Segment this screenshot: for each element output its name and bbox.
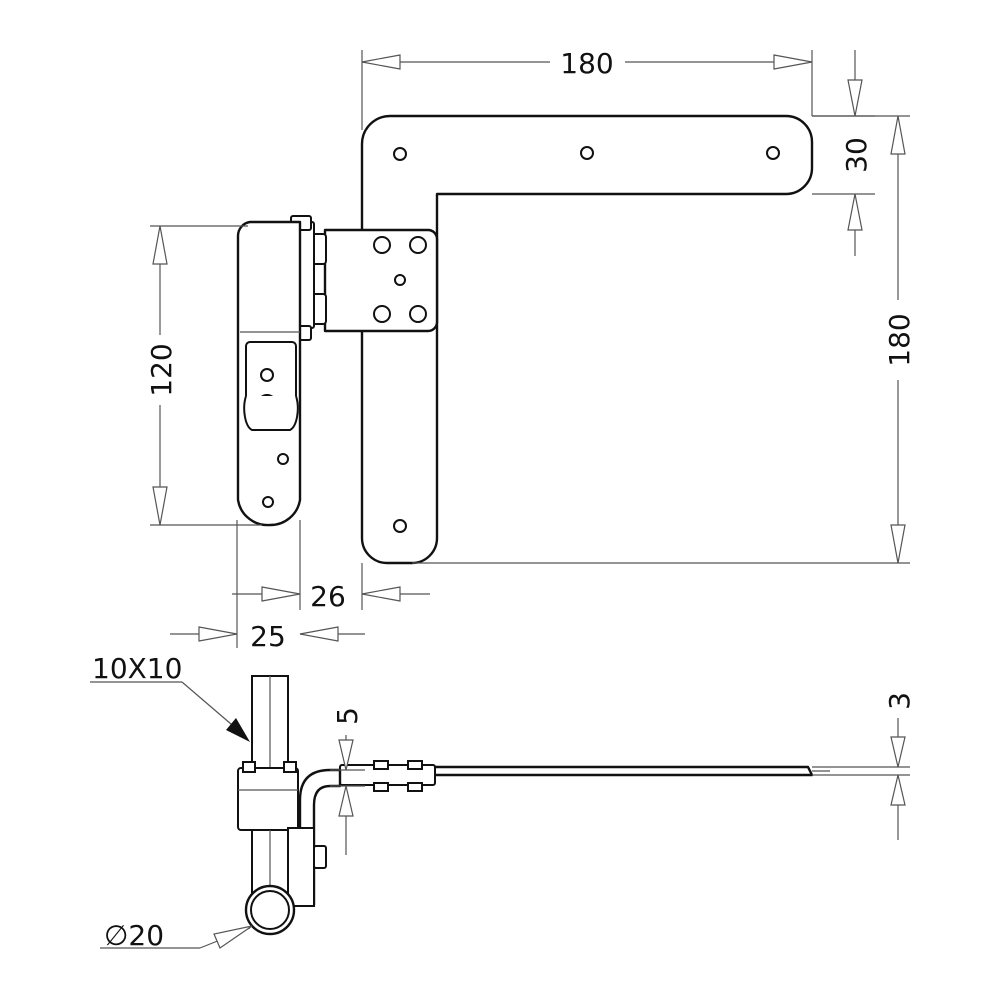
- hinge-plate: [323, 228, 439, 333]
- bolt-head: [409, 236, 427, 254]
- bolt-head: [373, 236, 391, 254]
- clamp-nut: [283, 761, 297, 773]
- plate-hole: [393, 519, 407, 533]
- side-bolt: [407, 782, 423, 792]
- side-clamp: [237, 767, 299, 831]
- dimension-offset-26: 26: [232, 520, 430, 613]
- side-bolt: [373, 782, 389, 792]
- bracket-hole: [262, 496, 274, 508]
- top-view: [236, 114, 814, 565]
- dimension-arm-thickness: 30: [812, 50, 875, 256]
- round-tube-inner: [250, 890, 290, 930]
- clamp-nut: [242, 761, 256, 773]
- leader-square-tube: 10X10: [90, 652, 250, 742]
- plate-hole: [580, 146, 594, 160]
- dim-label-180-top: 180: [560, 47, 613, 80]
- side-bolt: [407, 760, 423, 770]
- dimension-width-25: 25: [170, 520, 365, 653]
- dim-label-25: 25: [250, 620, 286, 653]
- clamp-bolt: [260, 368, 274, 382]
- side-bracket: [287, 827, 315, 907]
- dimension-plate-offset: 5: [330, 707, 365, 855]
- side-plate: [428, 765, 814, 777]
- dimension-total-height: 180: [412, 115, 916, 564]
- label-diameter-20: ∅20: [104, 919, 164, 952]
- bolt-head: [409, 305, 427, 323]
- bracket-hole: [277, 453, 289, 465]
- center-hole: [394, 274, 406, 286]
- dim-label-5: 5: [331, 707, 364, 725]
- dim-label-3: 3: [883, 692, 916, 710]
- side-knob: [313, 845, 327, 869]
- dim-label-120: 120: [145, 343, 178, 396]
- dimension-top-width: 180: [361, 47, 813, 130]
- side-bolt: [373, 760, 389, 770]
- plate-hole: [393, 147, 407, 161]
- plate-hole: [766, 146, 780, 160]
- side-view: [237, 675, 830, 936]
- dimension-bracket-height: 120: [145, 225, 262, 526]
- l-plate: [360, 114, 814, 565]
- dim-label-180-side: 180: [883, 313, 916, 366]
- dimension-plate-thickness: 3: [830, 692, 916, 840]
- leader-diameter: ∅20: [100, 919, 253, 952]
- dim-label-30: 30: [840, 137, 873, 173]
- bolt-head: [373, 305, 391, 323]
- dim-label-26: 26: [310, 580, 346, 613]
- label-10x10: 10X10: [92, 652, 182, 685]
- clamp-tube: [243, 395, 299, 431]
